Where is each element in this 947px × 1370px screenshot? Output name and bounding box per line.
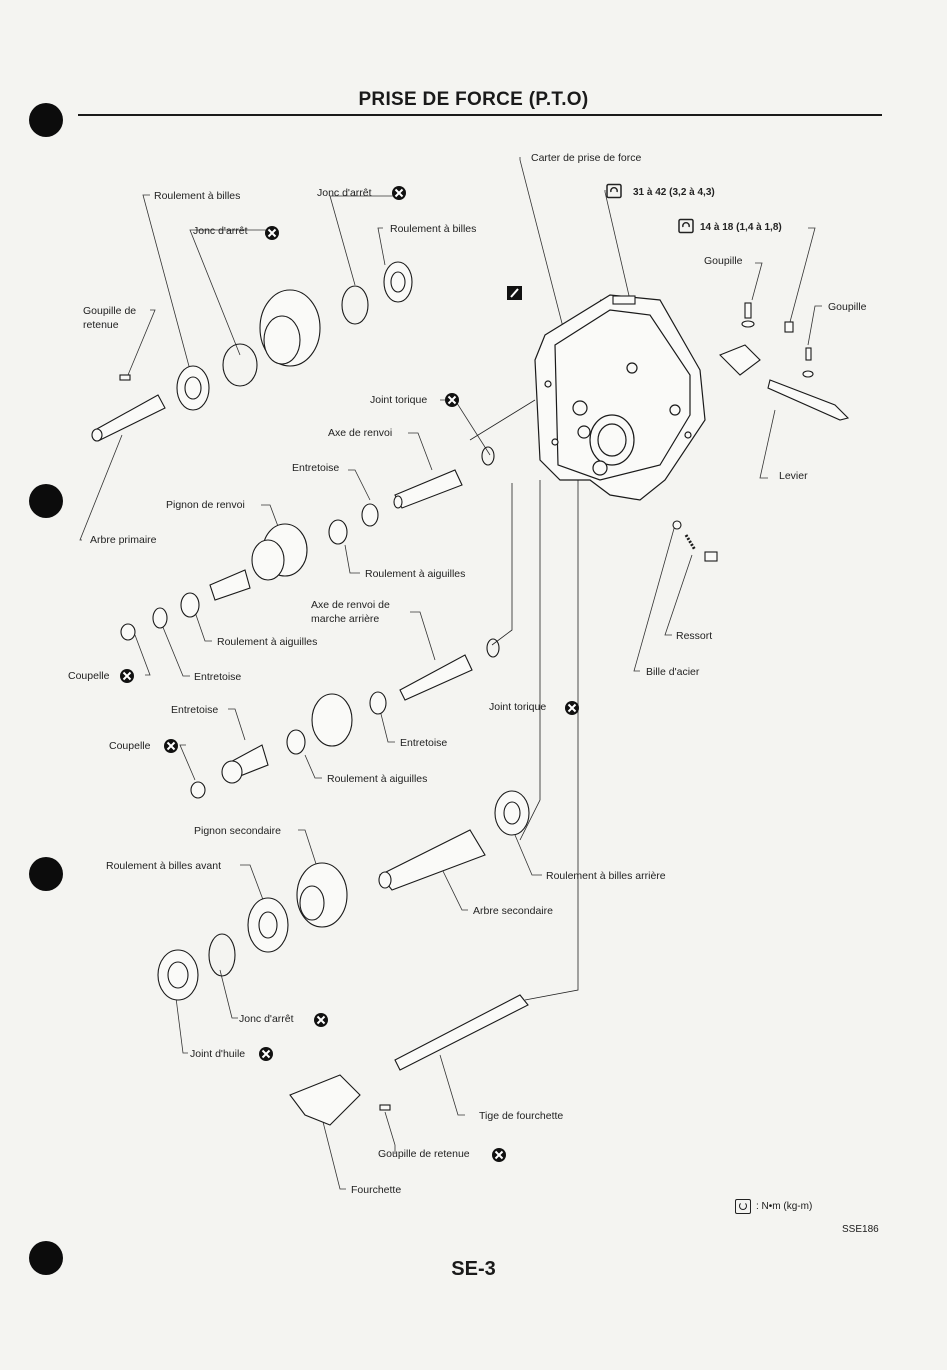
label-carter: Carter de prise de force	[531, 152, 641, 164]
housing	[534, 294, 706, 501]
title-rule	[78, 114, 882, 116]
label-axe-renvoi: Axe de renvoi	[328, 427, 392, 439]
label-bille-acier: Bille d'acier	[646, 666, 700, 678]
label-roulement-billes-2: Roulement à billes	[390, 223, 476, 235]
label-entretoise-2: Entretoise	[194, 671, 241, 683]
parts	[91, 261, 850, 1126]
figure-code: SSE186	[842, 1224, 879, 1235]
assembly-axes	[469, 299, 641, 1001]
binder-hole	[29, 484, 63, 518]
label-entretoise-4: Entretoise	[400, 737, 447, 749]
label-roulement-billes-avant: Roulement à billes avant	[106, 860, 221, 872]
page-number: SE-3	[451, 1258, 496, 1280]
label-roulement-billes-1: Roulement à billes	[154, 190, 240, 202]
label-pignon-renvoi: Pignon de renvoi	[166, 499, 245, 511]
label-joint-torique-1: Joint torique	[370, 394, 427, 406]
legend: : N•m (kg-m)	[735, 1199, 812, 1214]
replace-part-icon	[391, 185, 407, 201]
sealant-icon	[507, 286, 522, 300]
label-axe-marche-arriere-a: Axe de renvoi de	[311, 599, 390, 611]
label-tige-fourchette: Tige de fourchette	[479, 1110, 563, 1122]
label-roulement-aiguilles-1: Roulement à aiguilles	[365, 568, 465, 580]
binder-hole	[29, 857, 63, 891]
label-goupille-2: Goupille	[828, 301, 867, 313]
label-arbre-primaire: Arbre primaire	[90, 534, 157, 546]
label-roulement-aiguilles-3: Roulement à aiguilles	[327, 773, 427, 785]
torque-wrench-icon	[678, 218, 694, 234]
replace-part-icon	[444, 392, 460, 408]
label-coupelle-1: Coupelle	[68, 670, 110, 682]
label-goupille-retenue-2: Goupille de retenue	[378, 1148, 470, 1160]
label-goupille-retenue-1b: retenue	[83, 319, 119, 331]
replace-part-icon	[163, 738, 179, 754]
label-entretoise-3: Entretoise	[171, 704, 218, 716]
label-joint-huile: Joint d'huile	[190, 1048, 245, 1060]
label-axe-marche-arriere-b: marche arrière	[311, 613, 379, 625]
label-ressort: Ressort	[676, 630, 712, 642]
torque-wrench-icon	[606, 183, 622, 199]
label-jonc-arret-2: Jonc d'arrêt	[193, 225, 248, 237]
torque-value-2: 14 à 18 (1,4 à 1,8)	[700, 222, 782, 233]
label-fourchette: Fourchette	[351, 1184, 401, 1196]
replace-part-icon	[119, 668, 135, 684]
label-roulement-billes-arriere: Roulement à billes arrière	[546, 870, 666, 882]
label-jonc-arret-1: Jonc d'arrêt	[317, 187, 372, 199]
label-entretoise-1: Entretoise	[292, 462, 339, 474]
label-goupille-retenue-1a: Goupille de	[83, 305, 136, 317]
label-jonc-arret-3: Jonc d'arrêt	[239, 1013, 294, 1025]
label-coupelle-2: Coupelle	[109, 740, 151, 752]
binder-hole	[29, 1241, 63, 1275]
legend-text: : N•m (kg-m)	[756, 1201, 813, 1212]
label-goupille-1: Goupille	[704, 255, 743, 267]
replace-part-icon	[264, 225, 280, 241]
replace-part-icon	[491, 1147, 507, 1163]
replace-part-icon	[258, 1046, 274, 1062]
replace-part-icon	[313, 1012, 329, 1028]
label-roulement-aiguilles-2: Roulement à aiguilles	[217, 636, 317, 648]
page-title: PRISE DE FORCE (P.T.O)	[358, 89, 589, 110]
label-pignon-secondaire: Pignon secondaire	[194, 825, 281, 837]
torque-value-1: 31 à 42 (3,2 à 4,3)	[633, 187, 715, 198]
replace-part-icon	[564, 700, 580, 716]
torque-wrench-icon	[735, 1199, 751, 1214]
binder-hole	[29, 103, 63, 137]
label-levier: Levier	[779, 470, 808, 482]
label-arbre-secondaire: Arbre secondaire	[473, 905, 553, 917]
label-joint-torique-2: Joint torique	[489, 701, 546, 713]
